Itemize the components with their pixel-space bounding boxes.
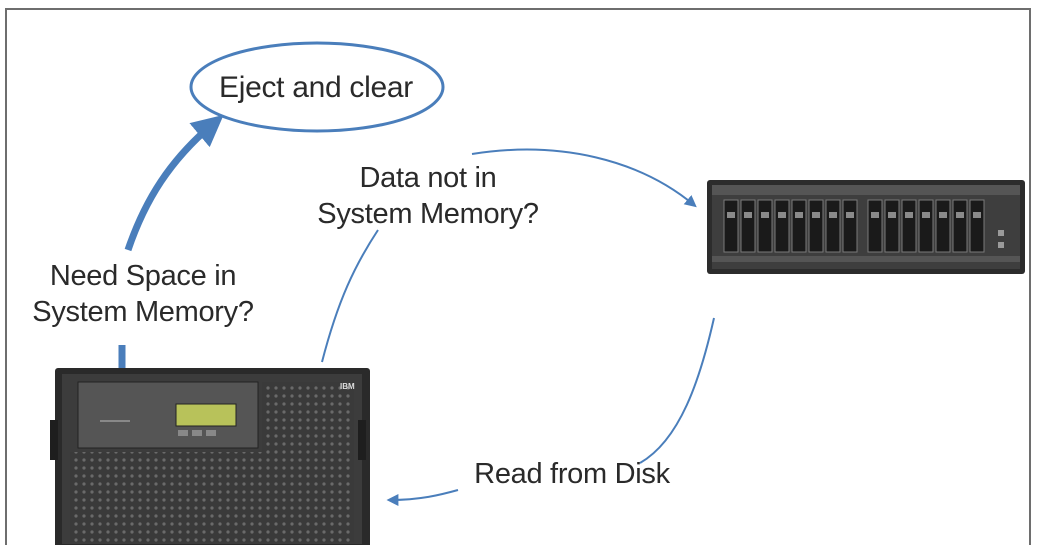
server-brand: IBM	[340, 382, 355, 391]
need-space-label: Need Space in System Memory?	[32, 260, 254, 328]
data-not-arrow-upper	[471, 148, 697, 208]
data-not-in-memory-label: Data not in System Memory?	[317, 162, 539, 230]
read-disk-arrow-upper	[639, 317, 715, 464]
drive-bays	[723, 199, 985, 253]
read-from-disk-label: Read from Disk	[474, 458, 670, 490]
server-display	[175, 403, 237, 427]
eject-and-clear-label: Eject and clear	[219, 71, 413, 104]
diagram-frame	[5, 8, 1031, 545]
data-not-arrow-lower	[321, 229, 379, 363]
need-space-arrow	[124, 114, 224, 252]
read-disk-arrow-lower	[386, 489, 459, 506]
server-icon: IBM	[50, 368, 370, 545]
disk-array-icon	[707, 180, 1025, 274]
eject-ellipse	[189, 41, 445, 133]
